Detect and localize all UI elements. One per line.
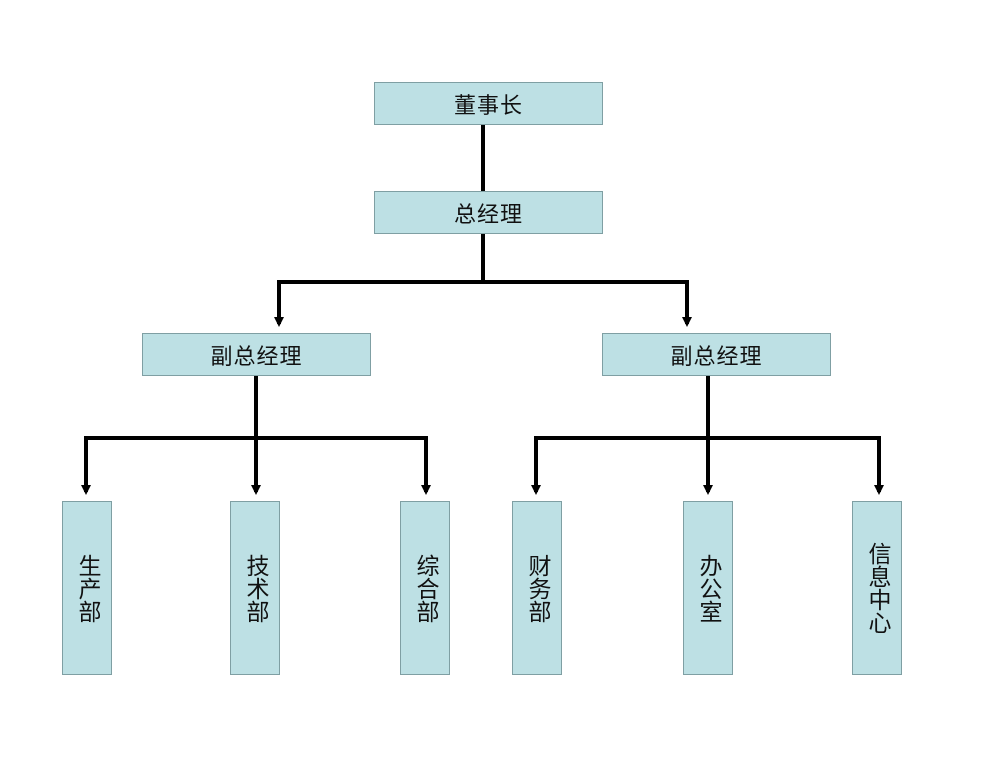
department-box-general-affairs: 综合部: [400, 501, 450, 675]
vice-manager-box-right: 副总经理: [602, 333, 831, 376]
department-label-finance: 财务部: [524, 553, 550, 623]
chairman-label: 董事长: [453, 93, 523, 119]
chairman-box: 董事长: [374, 82, 603, 125]
department-label-general-affairs: 综合部: [412, 553, 438, 623]
department-box-finance: 财务部: [512, 501, 562, 675]
vice-manager-box-left: 副总经理: [142, 333, 371, 376]
department-label-office: 办公室: [695, 553, 721, 623]
department-label-production: 生产部: [74, 553, 100, 623]
department-box-office: 办公室: [683, 501, 733, 675]
vice-manager-label-left: 副总经理: [210, 344, 303, 370]
department-box-production: 生产部: [62, 501, 112, 675]
general-manager-label: 总经理: [453, 202, 523, 228]
department-label-technology: 技术部: [242, 553, 268, 623]
department-box-info-center: 信息中心: [852, 501, 902, 675]
department-box-technology: 技术部: [230, 501, 280, 675]
vice-manager-label-right: 副总经理: [670, 344, 763, 370]
general-manager-box: 总经理: [374, 191, 603, 234]
department-label-info-center: 信息中心: [864, 542, 890, 634]
